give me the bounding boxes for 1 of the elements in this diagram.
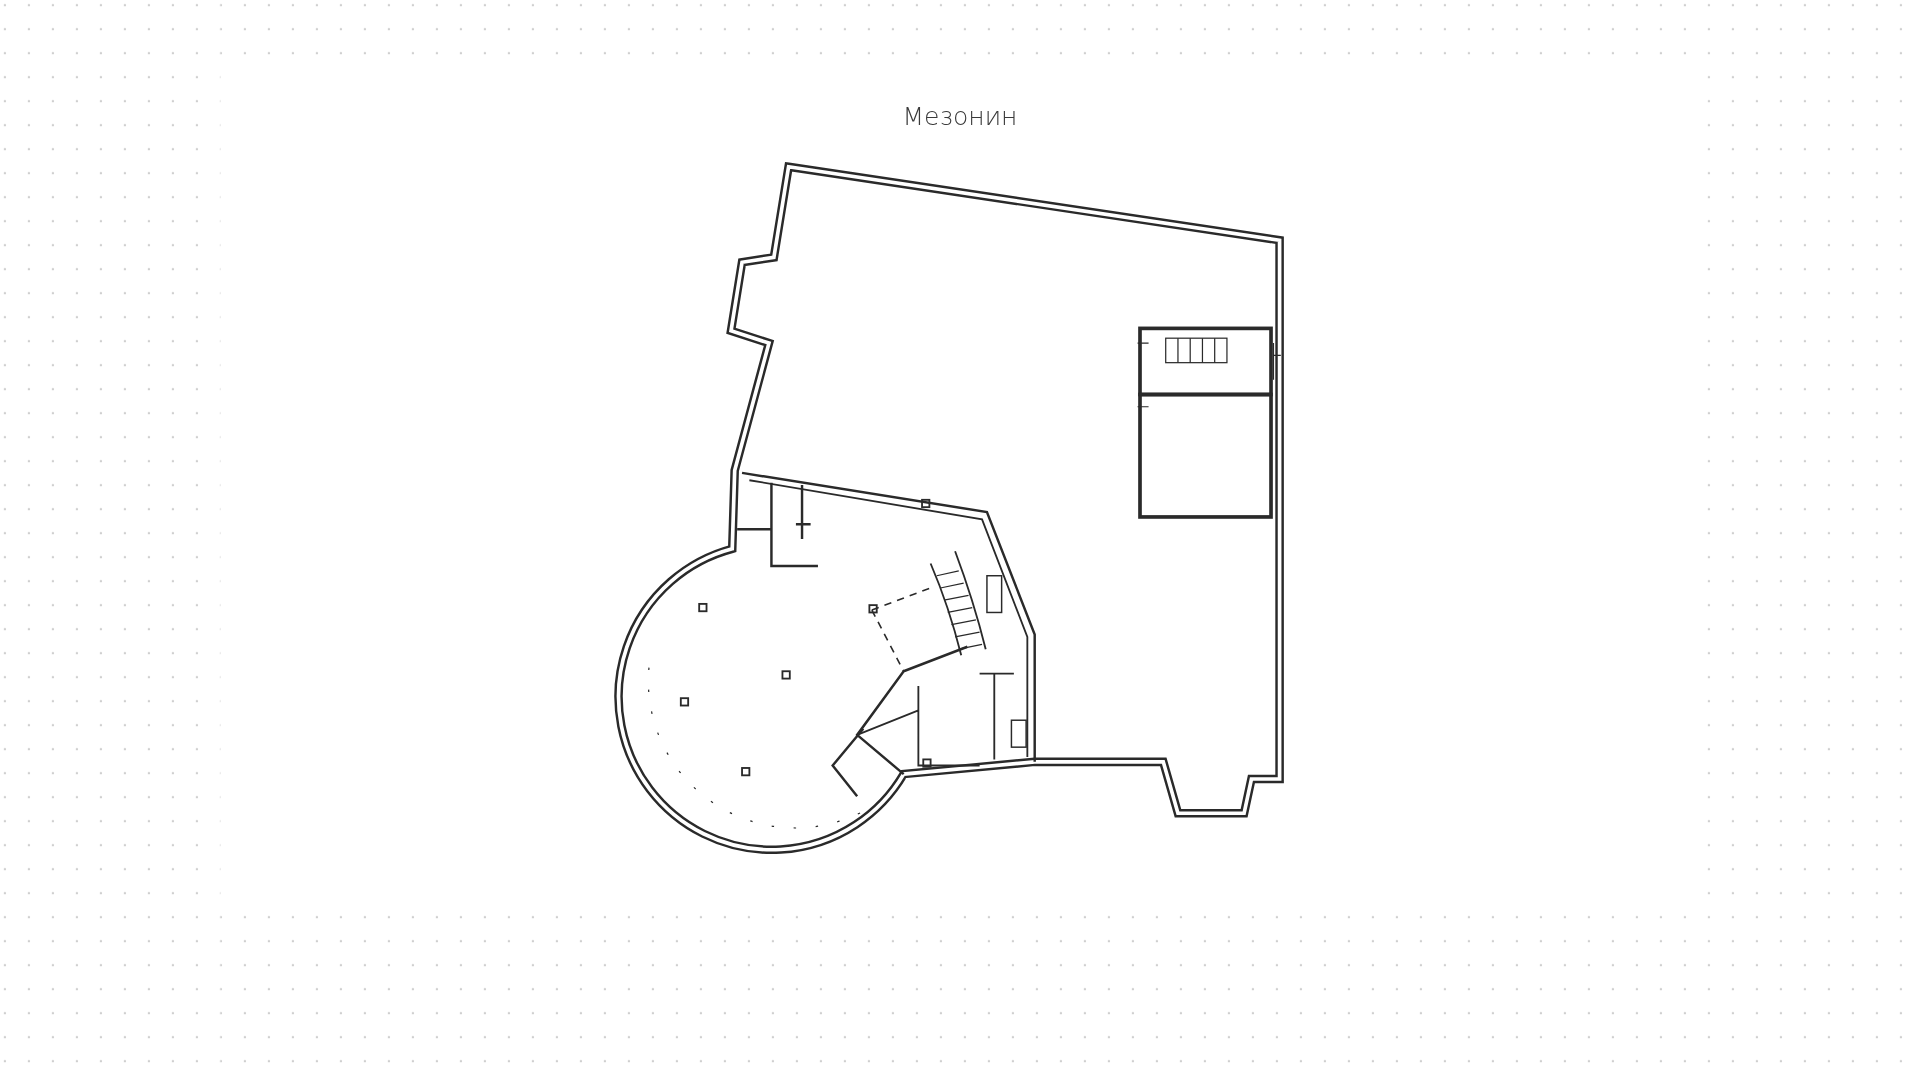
plan-title: Мезонин: [902, 102, 1018, 131]
